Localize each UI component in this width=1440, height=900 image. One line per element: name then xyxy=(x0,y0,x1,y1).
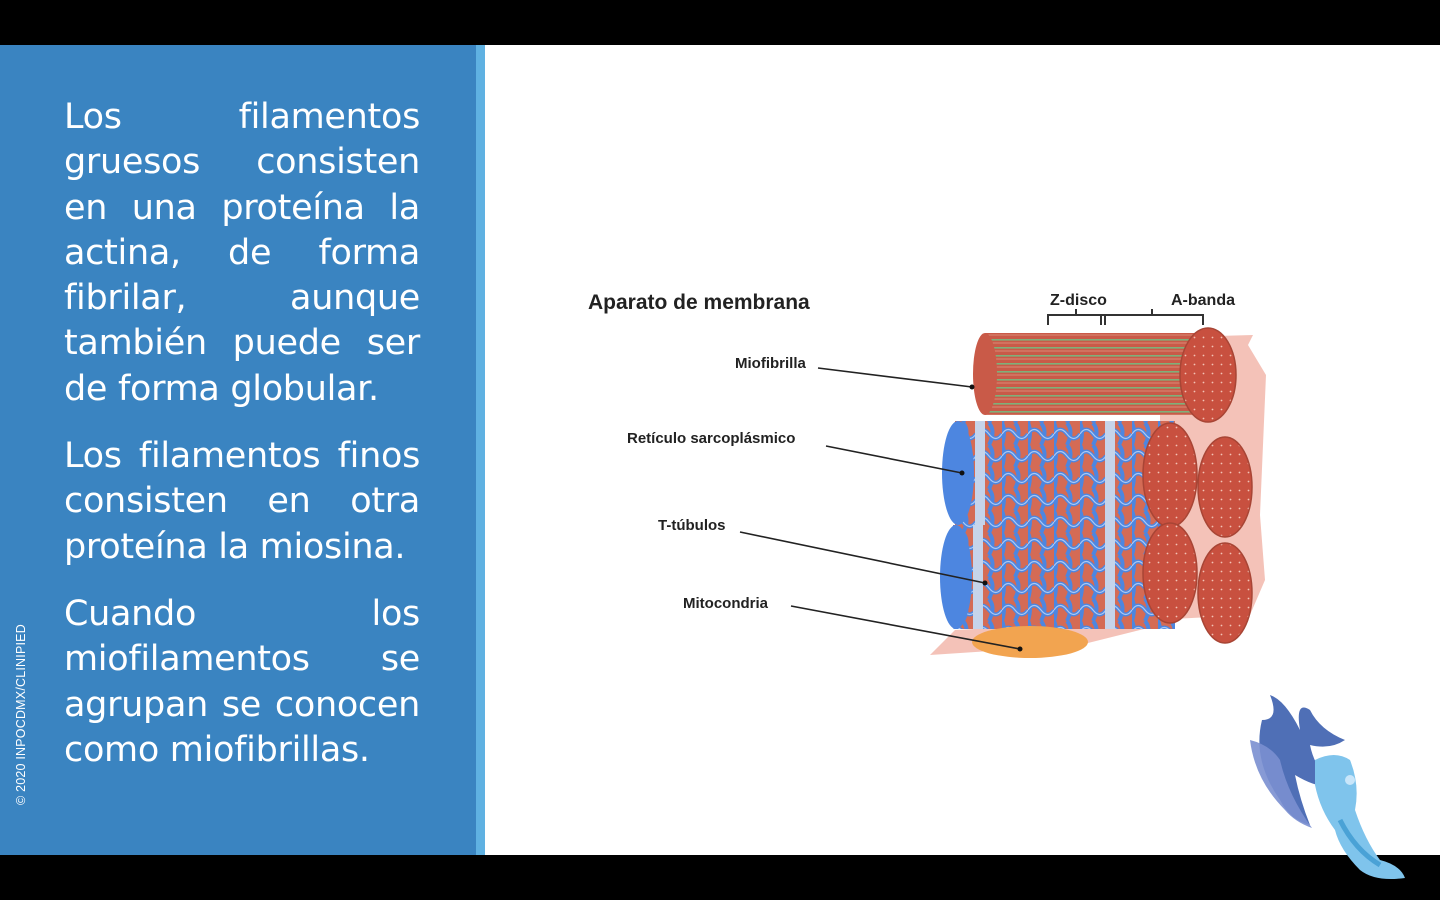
winged-foot-logo-icon xyxy=(1250,695,1405,879)
mitochondria-leader xyxy=(790,605,1021,650)
paragraph-myofibrils: Cuando los miofilamentos se agrupan se c… xyxy=(64,593,420,770)
t-tubules-leader xyxy=(739,531,986,584)
reticulum-leader xyxy=(825,445,963,474)
diagram-title: Aparato de membrana xyxy=(588,291,810,314)
label-sarcoplasmic-reticulum: Retículo sarcoplásmico xyxy=(627,430,795,447)
myofibril-middle xyxy=(942,421,1253,538)
paragraph-thin-filaments: Los filamentos finos consisten en otra p… xyxy=(64,436,420,567)
myofibril-top xyxy=(973,327,1237,423)
body-text: Los filamentos gruesos consisten en una … xyxy=(64,95,420,795)
z-disk-bracket xyxy=(1047,309,1106,325)
myofibril-leader xyxy=(817,367,973,388)
label-mitochondria: Mitocondria xyxy=(683,595,769,612)
panel-accent-bar xyxy=(476,45,485,855)
text-panel: Los filamentos gruesos consisten en una … xyxy=(0,45,476,855)
label-a-band: A-banda xyxy=(1171,292,1235,309)
muscle-fiber-diagram: Aparato de membrana Z-disco A-banda Miof… xyxy=(588,291,1266,658)
label-t-tubules: T-túbulos xyxy=(658,517,726,534)
label-myofibril: Miofibrilla xyxy=(735,355,806,372)
slide: Los filamentos gruesos consisten en una … xyxy=(0,45,1440,879)
label-z-disk: Z-disco xyxy=(1050,292,1107,309)
myofibril-bottom xyxy=(940,522,1253,644)
paragraph-thick-filaments: Los filamentos gruesos consisten en una … xyxy=(64,97,420,409)
a-band-bracket xyxy=(1100,309,1204,325)
mitochondrion-shape xyxy=(972,626,1088,658)
copyright-text: © 2020 INPOCDMX/CLINIPIED xyxy=(14,624,28,805)
